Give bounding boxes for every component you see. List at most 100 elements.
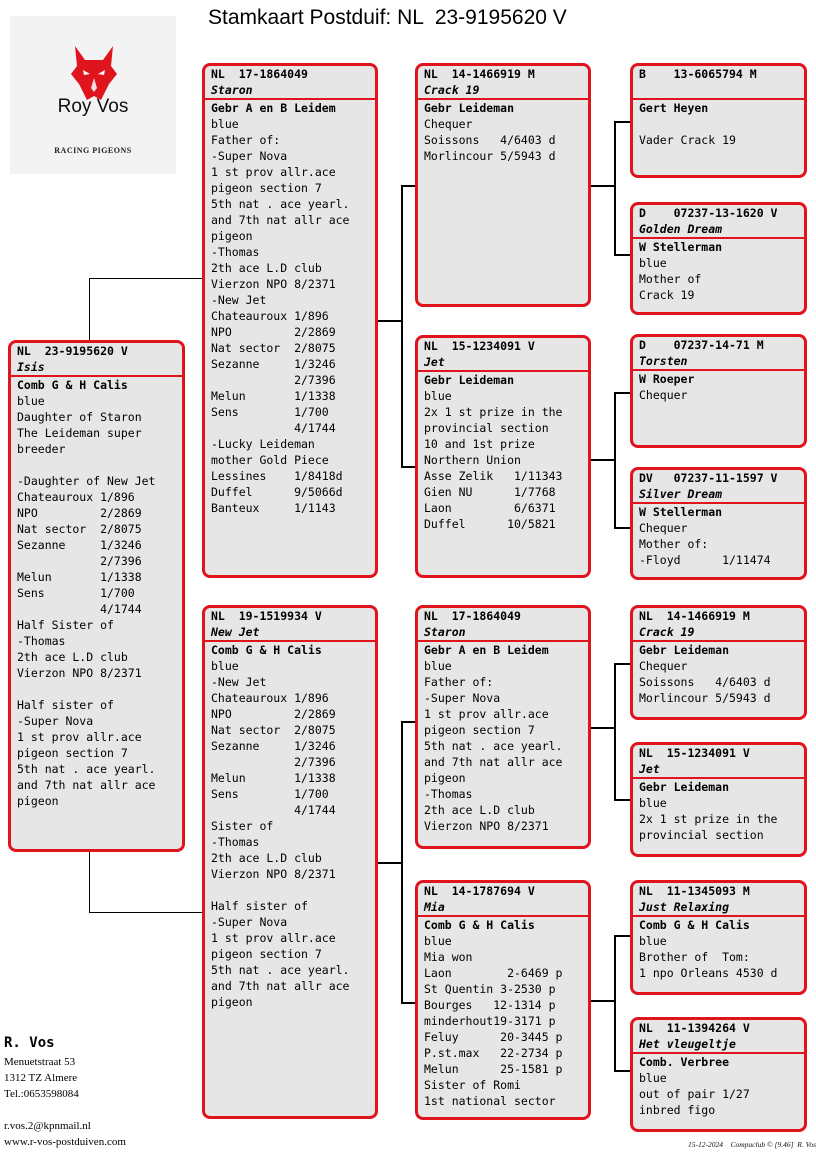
ring-number: NL 14-1787694 V	[424, 884, 535, 898]
info-line: Vierzon NPO 8/2371	[211, 867, 336, 881]
info-line: and 7th nat allr ace	[211, 979, 350, 993]
info-line: -New Jet	[211, 293, 267, 307]
info-line: NPO 2/2869	[211, 707, 336, 721]
info-line: Sister of	[211, 819, 274, 833]
info-line: -Super Nova	[211, 149, 288, 163]
breeder-name: W Stellerman	[639, 505, 723, 519]
info-line: blue	[424, 934, 452, 948]
breeder-name: Gebr A en B Leidem	[424, 643, 549, 657]
owner-phone: Tel.:0653598084	[4, 1088, 79, 1100]
info-line: -Thomas	[211, 835, 260, 849]
connector-line	[589, 185, 615, 187]
connector-line	[614, 799, 632, 801]
info-line: 2th ace L.D club	[17, 650, 128, 664]
info-line: Gien NU 1/7768	[424, 485, 556, 499]
info-line: -Thomas	[424, 787, 473, 801]
pigeon-name: Het vleugeltje	[639, 1036, 736, 1051]
info-line: Daughter of Staron	[17, 410, 142, 424]
info-line: pigeon	[424, 771, 466, 785]
info-line: NPO 2/2869	[211, 325, 336, 339]
owner-website[interactable]: www.r-vos-postduiven.com	[4, 1136, 126, 1148]
info-line: Sens 1/700	[211, 787, 329, 801]
info-line: -Super Nova	[424, 691, 501, 705]
info-line: and 7th nat allr ace	[424, 755, 563, 769]
info-line: 1 st prov allr.ace	[211, 931, 336, 945]
info-line: -Thomas	[211, 245, 260, 259]
info-line: -Super Nova	[211, 915, 288, 929]
info-line: -New Jet	[211, 675, 267, 689]
connector-line	[614, 663, 616, 801]
info-line: Sezanne 1/3246	[211, 739, 336, 753]
info-line: Soissons 4/6403 d	[424, 133, 556, 147]
breeder-name: Gebr A en B Leidem	[211, 101, 336, 115]
ring-number: NL 11-1345093 M	[639, 884, 750, 898]
info-line: breeder	[17, 442, 66, 456]
breeder-name: Comb. Verbree	[639, 1055, 730, 1069]
info-line: Melun 25-1581 p	[424, 1062, 563, 1076]
info-line: Nat sector 2/8075	[17, 522, 142, 536]
pigeon-name: Silver Dream	[639, 486, 723, 501]
info-line: P.st.max 22-2734 p	[424, 1046, 563, 1060]
info-line: Soissons 4/6403 d	[639, 675, 771, 689]
info-line: 2/7396	[211, 373, 336, 387]
pigeon-name: Just Relaxing	[639, 899, 730, 914]
info-line: -Floyd 1/11474	[639, 553, 771, 567]
info-line: St Quentin 3-2530 p	[424, 982, 556, 996]
info-line: Melun 1/1338	[211, 389, 336, 403]
info-line: provincial section	[424, 421, 549, 435]
info-line: Nat sector 2/8075	[211, 341, 336, 355]
info-line: Vierzon NPO 8/2371	[211, 277, 336, 291]
info-line: blue	[639, 796, 667, 810]
info-line: 5th nat . ace yearl.	[211, 197, 350, 211]
info-line: Half Sister of	[17, 618, 114, 632]
owner-name: R. Vos	[4, 1035, 55, 1051]
pigeon-name: Crack 19	[639, 624, 695, 639]
info-line: Chateauroux 1/896	[211, 691, 329, 705]
info-line: Father of:	[211, 133, 281, 147]
owner-email[interactable]: r.vos.2@kpnmail.nl	[4, 1120, 91, 1132]
info-line	[211, 882, 369, 898]
info-line: Sens 1/700	[211, 405, 329, 419]
info-line: 1 st prov allr.ace	[211, 165, 336, 179]
info-line: pigeon section 7	[17, 746, 128, 760]
ring-number: NL 11-1394264 V	[639, 1021, 750, 1035]
info-line: Father of:	[424, 675, 494, 689]
breeder-name: Gebr Leideman	[639, 643, 730, 657]
info-line: Brother of Tom:	[639, 950, 750, 964]
ring-number: NL 14-1466919 M	[639, 609, 750, 623]
connector-line	[401, 721, 416, 723]
connector-line	[89, 851, 90, 913]
info-line: Melun 1/1338	[17, 570, 142, 584]
pigeon-name: Isis	[17, 359, 45, 374]
info-line: 10 and 1st prize	[424, 437, 535, 451]
info-line: 1 npo Orleans 4530 d	[639, 966, 778, 980]
info-line: pigeon section 7	[211, 181, 322, 195]
connector-line	[589, 727, 615, 729]
info-line: 4/1744	[211, 803, 336, 817]
connector-line	[614, 527, 632, 529]
connector-line	[89, 912, 204, 913]
